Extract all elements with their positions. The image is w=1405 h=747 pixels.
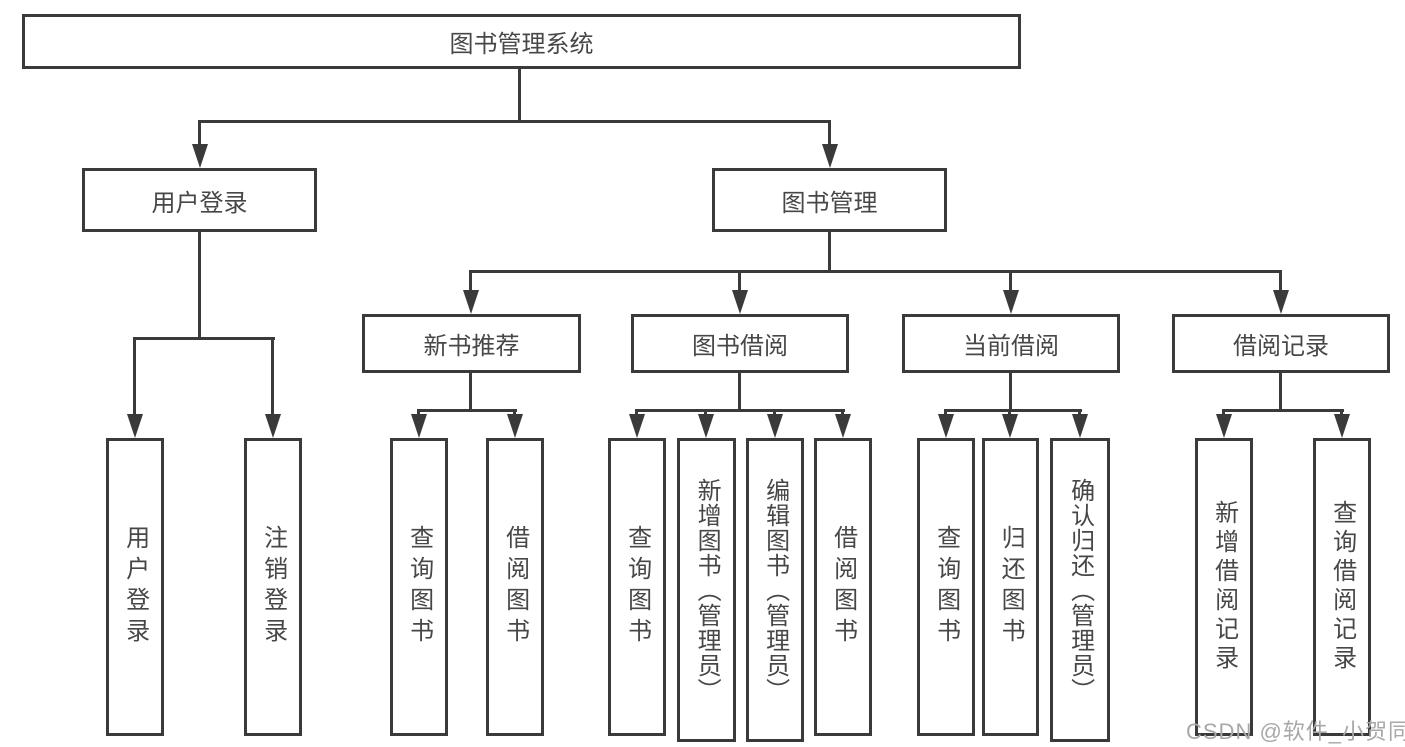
arrow-down-icon xyxy=(938,414,954,438)
arrow-down-icon xyxy=(1334,414,1350,438)
leaf-logout: 注销登录 xyxy=(244,438,302,736)
arrow-down-icon xyxy=(1216,414,1232,438)
arrow-down-icon xyxy=(463,290,479,314)
leaf-label: 查询图书 xyxy=(932,525,960,649)
connector-book-mgmt-drop xyxy=(828,232,831,270)
arrow-down-icon xyxy=(411,414,427,438)
arrow-down-icon xyxy=(1003,290,1019,314)
leaf-label: 注销登录 xyxy=(259,525,287,649)
leaf-user-login: 用户登录 xyxy=(106,438,164,736)
connector-stem-book-borrow xyxy=(738,270,741,292)
leaf-label: 借阅图书 xyxy=(501,525,529,649)
connector-stem-leaf xyxy=(1078,409,1081,415)
connector-stem-leaf xyxy=(1222,409,1225,415)
leaf-label: 查询图书 xyxy=(623,525,651,649)
leaf-label: 新增图书（管理员） xyxy=(693,477,721,703)
arrow-down-icon xyxy=(127,414,143,438)
connector-root-bar xyxy=(198,120,831,123)
connector-stem-leaf xyxy=(133,337,136,415)
arrow-down-icon xyxy=(835,414,851,438)
arrow-down-icon xyxy=(629,414,645,438)
node-book-mgmt: 图书管理 xyxy=(712,168,947,232)
connector-root-drop xyxy=(518,69,521,120)
connector-stem-leaf xyxy=(635,409,638,415)
arrow-down-icon xyxy=(1002,414,1018,438)
arrow-down-icon xyxy=(822,144,838,168)
connector-new-books-bar xyxy=(418,409,517,412)
node-current-borrow-label: 当前借阅 xyxy=(963,333,1059,360)
leaf-query-borrow-record: 查询借阅记录 xyxy=(1313,438,1371,736)
leaf-confirm-return-admin: 确认归还（管理员） xyxy=(1050,438,1110,742)
connector-borrow-records-bar xyxy=(1223,409,1344,412)
arrow-down-icon xyxy=(192,144,208,168)
node-root-label: 图书管理系统 xyxy=(449,31,594,58)
node-book-borrow: 图书借阅 xyxy=(631,314,849,373)
connector-stem-user-login xyxy=(198,120,201,146)
leaf-edit-book-admin: 编辑图书（管理员） xyxy=(746,438,804,742)
connector-borrow-records-drop xyxy=(1279,373,1282,409)
leaf-return-book: 归还图书 xyxy=(982,438,1039,736)
csdn-watermark: CSDN @软件_小贺同学 xyxy=(1186,719,1405,744)
leaf-query-books-2: 查询图书 xyxy=(608,438,666,736)
node-borrow-records-label: 借阅记录 xyxy=(1233,333,1329,360)
leaf-query-books-3: 查询图书 xyxy=(917,438,975,736)
connector-stem-book-mgmt xyxy=(828,120,831,146)
leaf-label: 新增借阅记录 xyxy=(1210,500,1238,674)
connector-stem-leaf xyxy=(513,409,516,415)
arrow-down-icon xyxy=(265,414,281,438)
connector-stem-current-borrow xyxy=(1009,270,1012,292)
node-new-books-label: 新书推荐 xyxy=(423,333,520,360)
node-borrow-records: 借阅记录 xyxy=(1172,314,1390,373)
leaf-label: 归还图书 xyxy=(997,525,1025,649)
connector-stem-leaf xyxy=(1340,409,1343,415)
leaf-label: 借阅图书 xyxy=(829,525,857,649)
leaf-query-books-1: 查询图书 xyxy=(390,438,448,736)
node-root: 图书管理系统 xyxy=(22,14,1021,69)
leaf-label: 确认归还（管理员） xyxy=(1066,477,1094,703)
node-user-login: 用户登录 xyxy=(82,168,317,232)
connector-stem-leaf xyxy=(417,409,420,415)
node-new-books: 新书推荐 xyxy=(362,314,581,373)
leaf-borrow-books-2: 借阅图书 xyxy=(814,438,872,736)
connector-stem-leaf xyxy=(773,409,776,415)
connector-user-login-drop xyxy=(198,232,201,337)
node-book-borrow-label: 图书借阅 xyxy=(692,333,788,360)
connector-stem-leaf xyxy=(841,409,844,415)
arrow-down-icon xyxy=(1072,414,1088,438)
connector-book-borrow-bar xyxy=(636,409,845,412)
connector-book-borrow-drop xyxy=(738,373,741,409)
connector-stem-leaf xyxy=(704,409,707,415)
connector-book-mgmt-bar xyxy=(470,270,1282,273)
connector-current-borrow-drop xyxy=(1009,373,1012,409)
leaf-label: 用户登录 xyxy=(121,525,149,649)
connector-stem-new-books xyxy=(469,270,472,292)
leaf-add-borrow-record: 新增借阅记录 xyxy=(1195,438,1253,736)
connector-current-borrow-bar xyxy=(945,409,1082,412)
node-book-mgmt-label: 图书管理 xyxy=(781,189,878,217)
leaf-label: 查询图书 xyxy=(405,525,433,649)
node-current-borrow: 当前借阅 xyxy=(902,314,1120,373)
connector-stem-leaf xyxy=(1008,409,1011,415)
arrow-down-icon xyxy=(507,414,523,438)
leaf-borrow-books-1: 借阅图书 xyxy=(486,438,544,736)
leaf-add-book-admin: 新增图书（管理员） xyxy=(677,438,736,742)
arrow-down-icon xyxy=(1273,290,1289,314)
connector-user-login-bar xyxy=(134,337,275,340)
connector-stem-leaf xyxy=(944,409,947,415)
connector-stem-borrow-records xyxy=(1279,270,1282,292)
arrow-down-icon xyxy=(732,290,748,314)
leaf-label: 查询借阅记录 xyxy=(1328,500,1356,674)
arrow-down-icon xyxy=(698,414,714,438)
connector-stem-leaf xyxy=(271,337,274,415)
leaf-label: 编辑图书（管理员） xyxy=(761,477,789,703)
arrow-down-icon xyxy=(767,414,783,438)
node-user-login-label: 用户登录 xyxy=(151,189,248,217)
connector-new-books-drop xyxy=(469,373,472,409)
